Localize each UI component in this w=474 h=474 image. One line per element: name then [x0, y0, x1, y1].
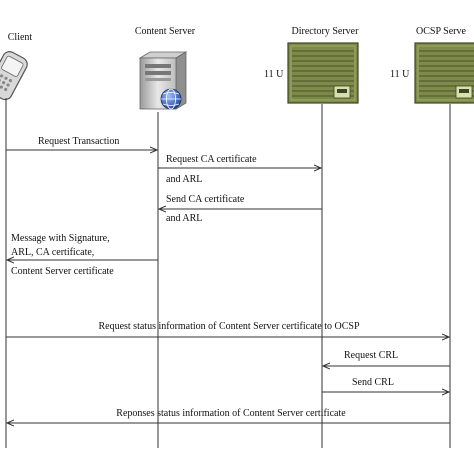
- rack-server-icon: [414, 42, 474, 104]
- rack-server-icon: [287, 42, 359, 104]
- participant-directory-server-label: Directory Server: [292, 26, 360, 37]
- message-label: Message with Signature,: [11, 233, 110, 244]
- message-label: Request CA certificate: [166, 154, 257, 165]
- message-label: ARL, CA certificate,: [11, 247, 94, 258]
- tower-server-globe-icon: [138, 51, 188, 110]
- participant-client-label: Client: [8, 32, 33, 43]
- participant-ocsp-server-label: OCSP Serve: [416, 26, 466, 37]
- rack-units-directory: 11 U: [264, 69, 284, 80]
- message-label: Request status information of Content Se…: [98, 321, 359, 332]
- message-label: and ARL: [166, 213, 202, 224]
- message-label: Request CRL: [344, 350, 398, 361]
- rack-units-ocsp: 11 U: [390, 69, 410, 80]
- message-label: and ARL: [166, 174, 202, 185]
- message-label: Reponses status information of Content S…: [116, 408, 346, 419]
- message-label: Send CRL: [352, 377, 394, 388]
- message-label: Request Transaction: [38, 136, 119, 147]
- message-label: Content Server certificate: [11, 266, 114, 277]
- participant-content-server-label: Content Server: [135, 26, 196, 37]
- message-arrows: [6, 150, 450, 423]
- message-label: Send CA certificate: [166, 194, 245, 205]
- lifelines: [5, 98, 451, 448]
- handheld-device-icon: [0, 51, 28, 101]
